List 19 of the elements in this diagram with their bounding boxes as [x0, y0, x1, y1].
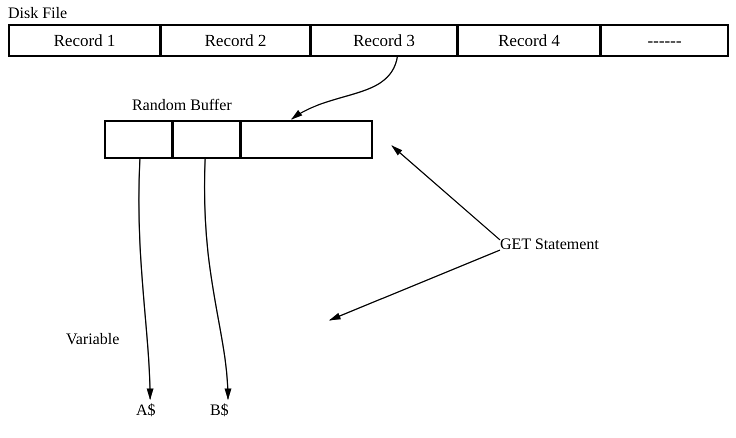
heading-text: Random Buffer	[132, 96, 232, 116]
arrow	[138, 158, 154, 400]
text-label: A$	[136, 400, 166, 422]
text-label: B$	[210, 400, 240, 422]
record-cell: Record 3	[310, 24, 458, 57]
arrow	[391, 145, 500, 240]
heading-text: Disk File	[8, 4, 68, 24]
buffer-cell	[240, 120, 373, 159]
buffer-cell	[172, 120, 241, 159]
arrow	[204, 158, 232, 400]
arrow	[290, 56, 398, 120]
record-cell: Record 2	[160, 24, 311, 57]
record-cell: ------	[600, 24, 729, 57]
text-label: GET Statement	[500, 234, 640, 256]
record-cell: Record 1	[8, 24, 161, 57]
buffer-cell	[104, 120, 173, 159]
record-cell: Record 4	[457, 24, 601, 57]
variable-label: Variable	[66, 330, 120, 350]
leader-arrow	[328, 249, 500, 321]
